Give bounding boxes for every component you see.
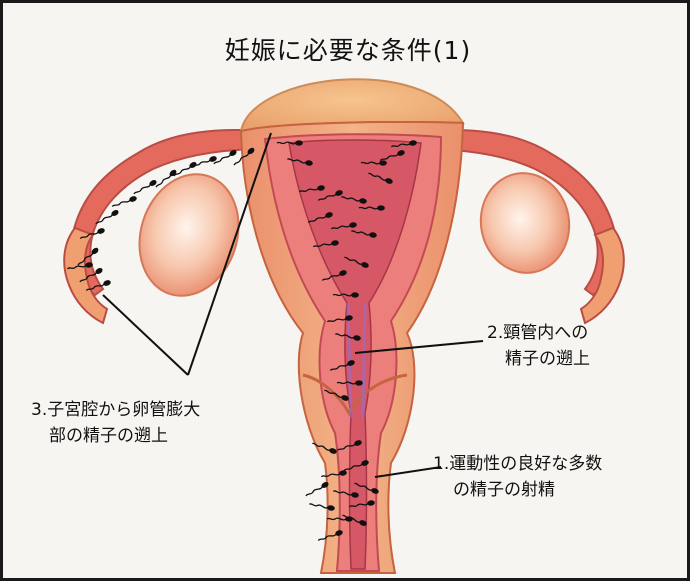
label-2-line-2: 精子の遡上: [487, 346, 590, 372]
label-2-line-1: 2.頸管内への: [487, 320, 590, 346]
right-fimbriae: [581, 228, 624, 323]
sperm-cell: [305, 482, 329, 498]
diagram-title: 妊娠に必要な条件(1): [3, 31, 690, 67]
sperm-cell: [112, 196, 137, 208]
label-1-line-1: 1.運動性の良好な多数: [433, 451, 602, 477]
sperm-cell: [133, 180, 157, 196]
label-3-line-2: 部の精子の遡上: [31, 423, 200, 449]
left-fimbriae: [64, 228, 107, 323]
left-ovary: [124, 161, 254, 309]
label-1-line-2: の精子の射精: [433, 477, 602, 503]
label-cervical-ascent: 2.頸管内への 精子の遡上: [487, 320, 590, 372]
label-tubal-ascent: 3.子宮腔から卵管膨大 部の精子の遡上: [31, 397, 200, 449]
label-3-line-1: 3.子宮腔から卵管膨大: [31, 397, 200, 423]
label-ejaculation: 1.運動性の良好な多数 の精子の射精: [433, 451, 602, 503]
